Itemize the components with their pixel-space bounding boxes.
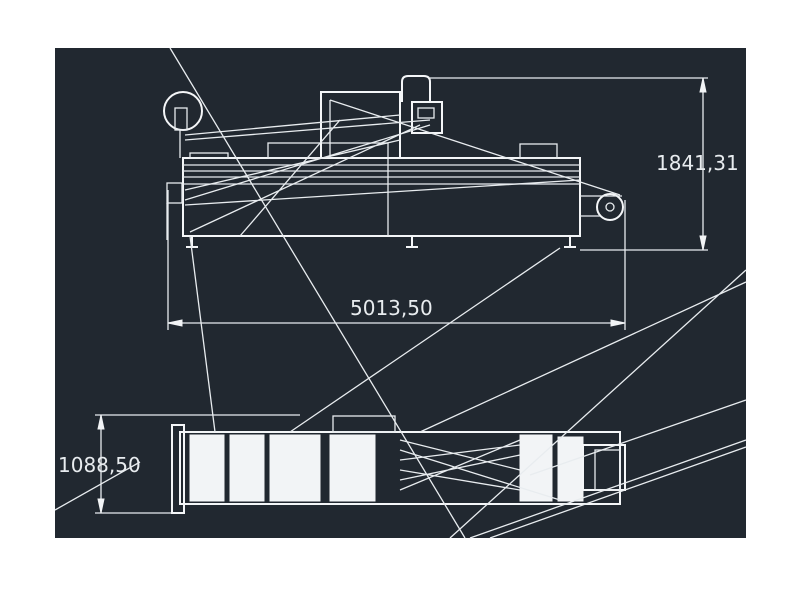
side-view-machine xyxy=(163,75,624,248)
height-dimension-label: 1841,31 xyxy=(656,151,739,175)
construction-lines xyxy=(54,47,747,539)
width-dimension-label: 1088,50 xyxy=(58,453,141,477)
dimension-lines xyxy=(95,77,708,514)
top-view-machine xyxy=(171,415,626,514)
length-dimension-label: 5013,50 xyxy=(350,296,433,320)
